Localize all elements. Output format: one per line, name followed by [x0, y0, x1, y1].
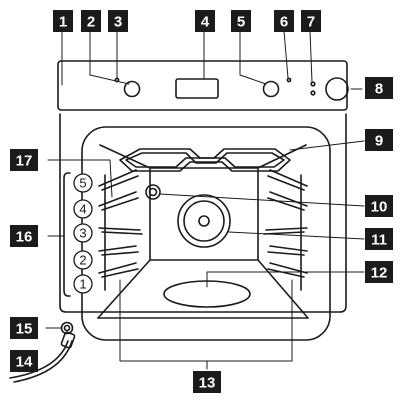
callout-number: 3 [114, 14, 122, 31]
callout-number: 17 [16, 153, 33, 170]
callout-12: 12 [365, 261, 393, 283]
shelf-level-number: 5 [79, 176, 86, 191]
plug [60, 331, 76, 349]
callout-box [108, 10, 128, 32]
shelf-level-3: 3 [73, 223, 93, 243]
callout-number: 8 [375, 81, 383, 98]
shelf-level-ring [73, 274, 93, 294]
shelf-level-5: 5 [73, 173, 93, 193]
shelf-level-4: 4 [73, 199, 93, 219]
callout-box [10, 317, 38, 339]
callout-box [365, 77, 393, 99]
callout-number: 4 [201, 14, 210, 31]
callout-14: 14 [10, 350, 38, 372]
callout-box [301, 10, 321, 32]
callout-number: 14 [16, 354, 33, 371]
callout-number: 5 [237, 14, 245, 31]
shelf-level-ring [73, 250, 93, 270]
callout-3: 3 [108, 10, 128, 32]
callout-number: 12 [371, 265, 388, 282]
right-knob [262, 80, 280, 98]
callout-number: 10 [371, 199, 388, 216]
callout-number: 2 [87, 14, 95, 31]
callout-number: 6 [280, 14, 288, 31]
callout-box [53, 10, 73, 32]
oven-cavity-back [149, 167, 259, 261]
callout-box [365, 261, 393, 283]
callout-10: 10 [365, 195, 393, 217]
callout-box [365, 195, 393, 217]
callout-2: 2 [81, 10, 101, 32]
shelf-level-number: 4 [79, 202, 86, 217]
callout-15: 15 [10, 317, 38, 339]
leader-lines [45, 30, 365, 370]
callout-8: 8 [365, 77, 393, 99]
callout-number: 9 [375, 133, 383, 150]
left-shelf-support [98, 169, 143, 291]
callout-box [231, 10, 251, 32]
right-indicator-light [286, 77, 292, 83]
callout-box [10, 149, 38, 171]
callout-1: 1 [53, 10, 73, 32]
shelf-level-number: 2 [79, 253, 86, 268]
callout-box [365, 228, 393, 250]
callout-box [10, 225, 38, 247]
callout-17: 17 [10, 149, 38, 171]
control-panel [57, 60, 348, 111]
callout-box [81, 10, 101, 32]
callout-9: 9 [365, 129, 393, 151]
callout-number: 13 [199, 375, 216, 392]
callout-number: 15 [16, 321, 33, 338]
callout-5: 5 [231, 10, 251, 32]
callout-number: 16 [16, 229, 33, 246]
temperature-knob [325, 77, 349, 101]
shelf-level-ring [73, 199, 93, 219]
callout-box [365, 129, 393, 151]
shelf-level-ring [73, 173, 93, 193]
callout-number: 11 [371, 232, 387, 249]
callout-box [274, 10, 294, 32]
callout-box [195, 10, 215, 32]
callout-11: 11 [365, 228, 393, 250]
oven-body [59, 113, 347, 313]
callout-7: 7 [301, 10, 321, 32]
right-shelf-support [263, 169, 308, 291]
shelf-level-number: 3 [79, 226, 86, 241]
display-window [175, 78, 219, 99]
callout-box [10, 350, 38, 372]
left-knob [123, 80, 141, 98]
fan-cover [177, 194, 231, 248]
callout-16: 16 [10, 225, 38, 247]
callout-number: 1 [59, 14, 67, 31]
grill-heating-element [119, 148, 291, 172]
callout-6: 6 [274, 10, 294, 32]
shelf-level-number: 1 [79, 277, 86, 292]
callout-box [193, 371, 221, 393]
shelf-level-2: 2 [73, 250, 93, 270]
small-light-bottom [310, 90, 316, 96]
small-light-top [310, 81, 316, 87]
callout-13: 13 [193, 371, 221, 393]
shelf-level-ring [73, 223, 93, 243]
oven-lamp [145, 184, 161, 200]
callout-4: 4 [195, 10, 215, 32]
callout-number: 7 [307, 14, 315, 31]
shelf-level-1: 1 [73, 274, 93, 294]
